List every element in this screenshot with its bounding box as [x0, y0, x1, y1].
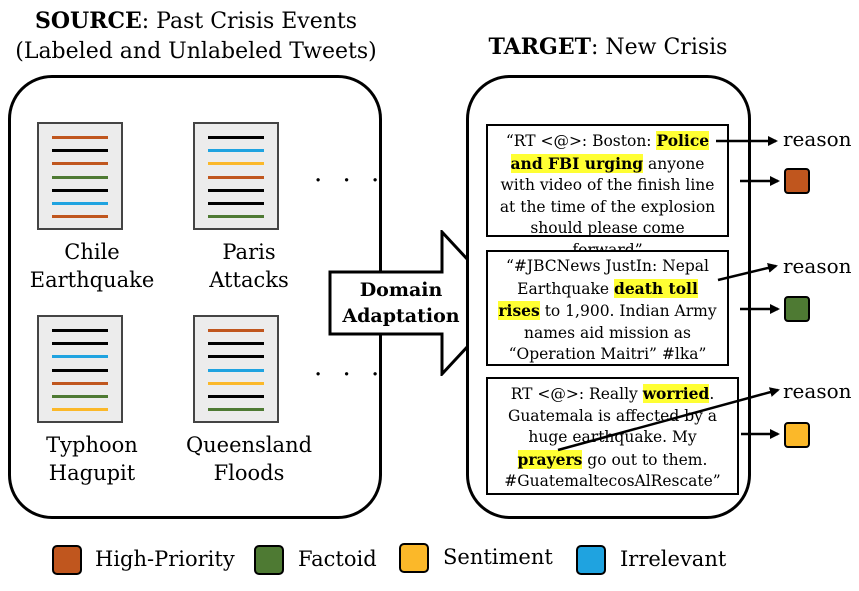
event-label-3-line1: Queensland — [185, 433, 313, 457]
event-doc-3 — [193, 315, 279, 423]
doc-line — [208, 136, 264, 139]
doc-line — [52, 188, 108, 192]
event-label-0-line1: Chile — [64, 240, 120, 264]
doc-line — [208, 329, 264, 332]
legend-label-3: Irrelevant — [620, 547, 727, 571]
tweet-text: RT <@>: Really — [510, 385, 643, 403]
source-header-line2: (Labeled and Unlabeled Tweets) — [15, 39, 377, 64]
doc-line — [52, 342, 108, 346]
doc-line — [208, 355, 264, 359]
tweet-1: “#JBCNews JustIn: Nepal Earthquake death… — [486, 250, 729, 366]
tweet-highlight: worried — [642, 384, 710, 403]
doc-line — [208, 202, 264, 205]
event-label-2-line2: Hagupit — [48, 461, 136, 485]
tweet-text: go out to them. #GuatemaltecosAlRescate” — [504, 450, 721, 491]
doc-line — [52, 368, 108, 372]
class-square-1 — [784, 296, 810, 322]
doc-line — [208, 342, 264, 346]
doc-line — [208, 149, 264, 153]
doc-line — [208, 395, 264, 398]
legend-label-0: High-Priority — [95, 547, 235, 571]
event-label-0-line2: Earthquake — [29, 268, 155, 292]
reason-label-2: reason — [783, 379, 852, 403]
doc-line — [52, 175, 108, 179]
tweet-0: “RT <@>: Boston: Police and FBI urging a… — [486, 124, 729, 259]
doc-line — [52, 355, 108, 359]
doc-line — [52, 136, 108, 139]
source-header-rest: : Past Crisis Events — [141, 9, 358, 34]
doc-line — [52, 381, 108, 385]
reason-label-1: reason — [783, 254, 852, 278]
source-header-bold: SOURCE — [34, 8, 142, 34]
event-label-1-line2: Attacks — [209, 268, 289, 292]
ellipsis-top: · · · — [314, 166, 386, 196]
domain-adaptation-line2: Adaptation — [342, 305, 460, 327]
event-label-2-line1: Typhoon — [46, 433, 138, 457]
event-label-3-line2: Floods — [213, 461, 285, 485]
event-label-1-line1: Paris — [222, 240, 276, 264]
doc-line — [52, 162, 108, 166]
legend-swatch-2 — [399, 543, 429, 573]
doc-line — [208, 408, 264, 412]
tweet-highlight: prayers — [517, 449, 583, 469]
doc-line — [52, 329, 108, 332]
doc-line — [52, 149, 108, 153]
domain-adaptation-line1: Domain — [359, 279, 443, 301]
doc-line — [52, 408, 108, 412]
ellipsis-bottom: · · · — [314, 360, 386, 390]
tweet-text: to 1,900. Indian Army names aid mission … — [508, 302, 717, 363]
doc-line — [52, 202, 108, 205]
legend-swatch-3 — [576, 545, 606, 575]
class-square-0 — [784, 168, 810, 194]
event-doc-2 — [37, 315, 123, 423]
doc-line — [208, 368, 264, 372]
domain-adaptation-label: Domain Adaptation — [336, 277, 466, 329]
doc-line — [208, 162, 264, 166]
legend-swatch-0 — [52, 545, 82, 575]
legend-swatch-1 — [254, 545, 284, 575]
tweet-text: “RT <@>: Boston: — [505, 132, 657, 150]
doc-line — [208, 215, 264, 219]
doc-line — [208, 381, 264, 385]
target-header-rest: : New Crisis — [590, 35, 728, 60]
tweet-text: anyone with video of the finish line at … — [499, 154, 716, 259]
class-square-2 — [784, 422, 810, 448]
legend-label-2: Sentiment — [443, 545, 553, 569]
target-header-bold: TARGET — [488, 34, 591, 60]
doc-line — [208, 175, 264, 179]
event-doc-0 — [37, 122, 123, 230]
event-doc-1 — [193, 122, 279, 230]
doc-line — [52, 395, 108, 398]
source-header: SOURCE: Past Crisis Events (Labeled and … — [8, 6, 384, 67]
doc-line — [208, 188, 264, 192]
target-header: TARGET: New Crisis — [468, 32, 748, 63]
legend-label-1: Factoid — [298, 547, 377, 571]
tweet-text: “#JBCNews JustIn: Nepal Earthquake — [505, 257, 710, 298]
reason-label-0: reason — [783, 127, 852, 151]
doc-line — [52, 215, 108, 219]
